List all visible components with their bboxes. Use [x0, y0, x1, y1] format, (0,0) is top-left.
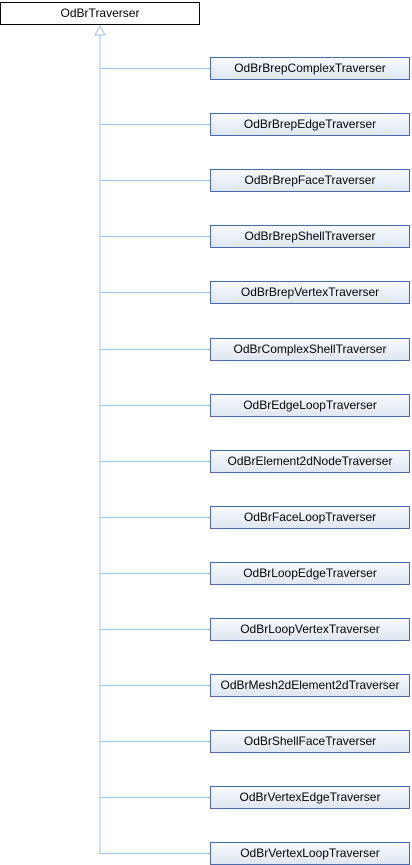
derived-class-node[interactable]: OdBrFaceLoopTraverser: [210, 506, 410, 529]
base-class-node: OdBrTraverser: [0, 2, 200, 25]
derived-class-node[interactable]: OdBrShellFaceTraverser: [210, 730, 410, 753]
derived-class-node[interactable]: OdBrBrepVertexTraverser: [210, 281, 410, 304]
derived-class-node[interactable]: OdBrVertexEdgeTraverser: [210, 786, 410, 809]
derived-class-node[interactable]: OdBrLoopVertexTraverser: [210, 618, 410, 641]
inheritance-arrowhead: [94, 24, 106, 36]
derived-class-node[interactable]: OdBrComplexShellTraverser: [210, 338, 410, 361]
derived-class-node[interactable]: OdBrBrepFaceTraverser: [210, 169, 410, 192]
derived-class-node[interactable]: OdBrLoopEdgeTraverser: [210, 562, 410, 585]
derived-class-node[interactable]: OdBrElement2dNodeTraverser: [210, 450, 410, 473]
derived-class-node[interactable]: OdBrBrepShellTraverser: [210, 225, 410, 248]
derived-class-node[interactable]: OdBrVertexLoopTraverser: [210, 842, 410, 865]
derived-class-node[interactable]: OdBrBrepEdgeTraverser: [210, 113, 410, 136]
derived-class-node[interactable]: OdBrBrepComplexTraverser: [210, 57, 410, 80]
derived-class-node[interactable]: OdBrEdgeLoopTraverser: [210, 394, 410, 417]
derived-class-node[interactable]: OdBrMesh2dElement2dTraverser: [210, 674, 410, 697]
